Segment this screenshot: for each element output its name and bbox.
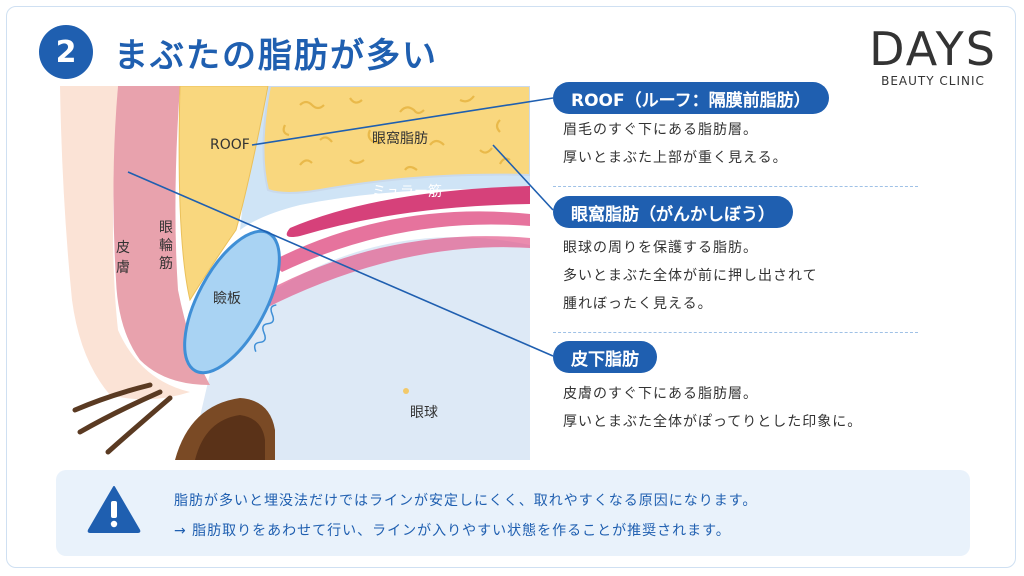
skin-shape <box>60 86 190 400</box>
notice-line-1: 脂肪が多いと埋没法だけではラインが安定しにくく、取れやすくなる原因になります。 <box>174 493 758 509</box>
label-tarsus: 瞼板 <box>213 291 241 307</box>
label-muller: ミュラー筋 <box>372 183 442 200</box>
section-orbital-fat-line: 眼球の周りを保護する脂肪。 <box>563 240 758 256</box>
section-subcutaneous-fat-description: 皮膚のすぐ下にある脂肪層。 厚いとまぶた全体がぽってりとした印象に。 <box>563 380 862 436</box>
section-orbital-fat-description: 眼球の周りを保護する脂肪。 多いとまぶた全体が前に押し出されて 腫れぼったく見え… <box>563 234 818 318</box>
label-orbicularis-1: 眼 <box>159 220 173 236</box>
eyelashes <box>72 382 173 455</box>
section-orbital-fat-title: 眼窩脂肪（がんかしぼう） <box>553 196 793 228</box>
section-subcutaneous-fat-line: 皮膚のすぐ下にある脂肪層。 <box>563 386 758 402</box>
section-roof-title: ROOF（ルーフ：隔膜前脂肪） <box>553 82 829 114</box>
label-orbicularis-3: 筋 <box>159 255 173 272</box>
orbital-fat-pointer-line <box>492 144 554 211</box>
fat-texture <box>282 95 511 171</box>
label-eyeball: 眼球 <box>410 405 438 421</box>
section-roof-line: 眉毛のすぐ下にある脂肪層。 <box>563 122 758 138</box>
muller-muscle-shape <box>286 186 530 237</box>
section-roof-line: 厚いとまぶた上部が重く見える。 <box>563 150 788 166</box>
orbicularis-shape <box>113 86 210 385</box>
notice-line-2: → 脂肪取りをあわせて行い、ラインが入りやすい状態を作ることが推奨されます。 <box>174 523 731 539</box>
section-orbital-fat-line: 腫れぼったく見える。 <box>563 296 713 312</box>
brand-subtitle: BEAUTY CLINIC <box>881 74 985 88</box>
label-orbicularis-2: 輪 <box>159 237 173 254</box>
label-skin-2: 膚 <box>116 260 130 276</box>
levator-band-2 <box>250 236 530 310</box>
label-orbital-fat: 眼窩脂肪 <box>372 130 428 147</box>
section-divider <box>553 186 918 187</box>
label-skin-1: 皮 <box>116 240 130 256</box>
subcutaneous-fat-pointer-line <box>127 171 554 357</box>
page-title: まぶたの脂肪が多い <box>114 36 438 76</box>
section-number-badge: 2 <box>39 25 93 79</box>
levator-band-1 <box>270 211 530 272</box>
notice-box <box>56 470 970 556</box>
section-divider <box>553 332 918 333</box>
brand-name: DAYS <box>869 22 997 76</box>
brand-logo: DAYS BEAUTY CLINIC <box>858 24 1008 88</box>
section-roof-description: 眉毛のすぐ下にある脂肪層。 厚いとまぶた上部が重く見える。 <box>563 116 788 172</box>
roof-pointer-line <box>251 97 554 146</box>
label-roof: ROOF <box>210 137 250 153</box>
warning-icon <box>87 486 141 533</box>
tarsus-texture <box>253 304 277 352</box>
roof-fat-shape <box>178 86 269 302</box>
section-subcutaneous-fat-line: 厚いとまぶた全体がぽってりとした印象に。 <box>563 414 863 430</box>
pupil-shape <box>195 415 265 460</box>
section-orbital-fat-line: 多いとまぶた全体が前に押し出されて <box>563 268 818 284</box>
notice-text: 脂肪が多いと埋没法だけではラインが安定しにくく、取れやすくなる原因になります。 … <box>174 486 757 546</box>
section-subcutaneous-fat-title: 皮下脂肪 <box>553 341 657 373</box>
eyeball-dot <box>403 388 409 394</box>
